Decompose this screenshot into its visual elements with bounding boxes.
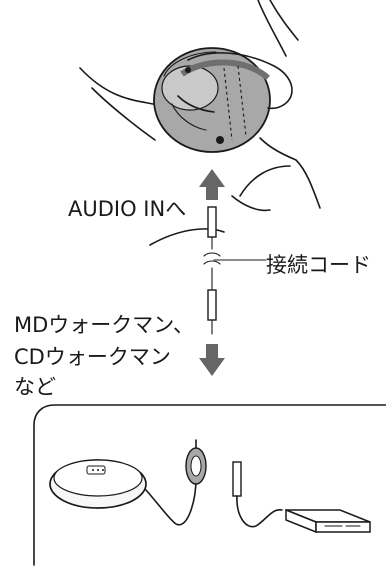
source-device-label-line3: など [14, 375, 56, 399]
source-device-label-line2: CDウォークマン [14, 345, 171, 369]
headphone-illustration [153, 47, 293, 153]
cd-player-icon [49, 459, 147, 509]
device-panel [33, 404, 386, 566]
cord-bottom [145, 439, 207, 526]
arrow-up-icon [199, 169, 225, 200]
cable-illustration [203, 206, 267, 335]
source-device-label-line1: MDウォークマン、 [14, 313, 195, 337]
connection-cord-label: 接続コード [266, 253, 371, 277]
arrow-down-icon [199, 344, 225, 376]
md-player-icon [285, 508, 371, 534]
audio-in-label: AUDIO INへ [68, 197, 187, 221]
plug-icon [232, 461, 283, 528]
